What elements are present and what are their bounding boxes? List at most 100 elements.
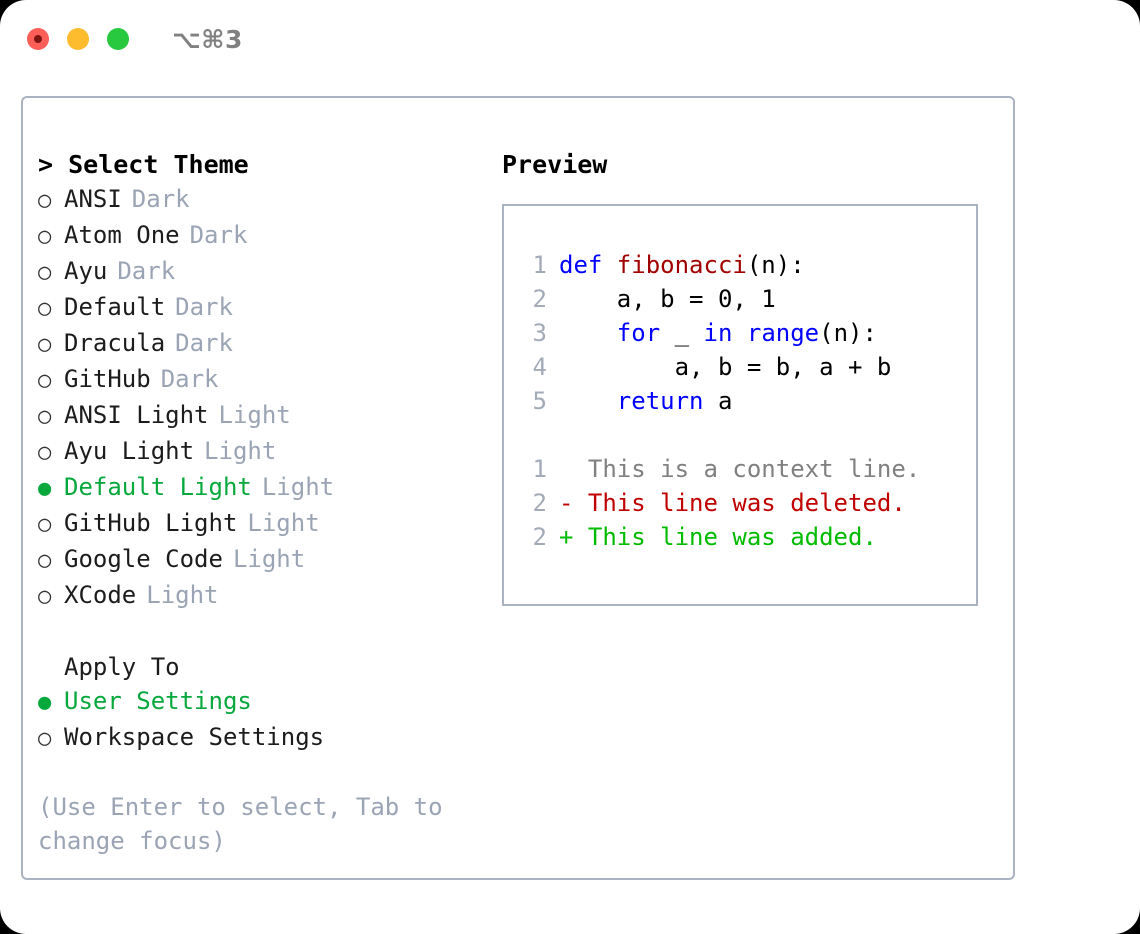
diff-line-del: 2- This line was deleted. <box>517 486 968 520</box>
apply-to-option-workspace-settings[interactable]: ○ Workspace Settings <box>38 720 488 756</box>
diff-line-text: This is a context line. <box>573 455 921 483</box>
theme-option-category: Dark <box>160 365 219 393</box>
radio-unselected-icon: ○ <box>38 296 52 321</box>
code-line: 1 def fibonacci(n): <box>517 248 968 282</box>
theme-option-ayu-light[interactable]: ○ Ayu Light Light <box>38 434 488 470</box>
theme-option-label: Dracula <box>64 329 166 357</box>
line-number: 2 <box>532 489 547 517</box>
apply-to-option-label: Workspace Settings <box>64 723 325 751</box>
theme-option-label: Default <box>64 293 166 321</box>
apply-to-option-user-settings[interactable]: ● User Settings <box>38 684 488 720</box>
code-token-kw: range <box>746 319 820 347</box>
theme-option-xcode[interactable]: ○ XCode Light <box>38 578 488 614</box>
radio-unselected-icon: ○ <box>38 548 52 573</box>
theme-option-label: ANSI Light <box>64 401 209 429</box>
diff-sign: + <box>559 523 574 551</box>
select-theme-heading: > Select Theme <box>38 150 249 179</box>
theme-option-label: Default Light <box>64 473 252 501</box>
diff-spacer <box>517 418 968 452</box>
radio-unselected-icon: ○ <box>38 584 52 609</box>
line-number: 2 <box>532 285 547 313</box>
code-token-fn: fibonacci <box>616 251 747 279</box>
apply-to-option-label: User Settings <box>64 687 252 715</box>
radio-unselected-icon: ○ <box>38 726 52 751</box>
code-token-plain: a, b = 0, 1 <box>559 285 776 313</box>
code-line-text: a, b = b, a + b <box>559 350 892 384</box>
code-token-plain: a <box>703 387 733 415</box>
code-token-plain: (n): <box>746 251 805 279</box>
apply-to-heading: Apply To <box>64 653 180 681</box>
theme-option-category: Light <box>204 437 277 465</box>
radio-unselected-icon: ○ <box>38 440 52 465</box>
theme-option-label: Google Code <box>64 545 223 573</box>
theme-option-label: Atom One <box>64 221 180 249</box>
code-token-plain: a, b = b, a + b <box>559 353 892 381</box>
theme-option-category: Light <box>261 473 335 501</box>
radio-unselected-icon: ○ <box>38 224 52 249</box>
theme-option-label: Ayu <box>64 257 108 285</box>
theme-option-atom-one[interactable]: ○ Atom One Dark <box>38 218 488 254</box>
theme-option-category: Dark <box>175 293 233 321</box>
theme-option-label: XCode <box>64 581 137 609</box>
radio-unselected-icon: ○ <box>38 404 52 429</box>
theme-option-label: GitHub Light <box>64 509 238 537</box>
code-line: 2 a, b = 0, 1 <box>517 282 968 316</box>
line-number: 3 <box>532 319 547 347</box>
diff-line-group: 1 This is a context line.2- This line wa… <box>517 452 968 554</box>
theme-option-category: Light <box>218 401 291 429</box>
theme-option-category: Light <box>146 581 219 609</box>
diff-line-add: 2 + This line was added. <box>517 520 968 554</box>
keyboard-shortcut-label: ⌥⌘3 <box>172 24 243 54</box>
theme-option-default[interactable]: ○ Default Dark <box>38 290 488 326</box>
diff-line-context: 1 This is a context line. <box>517 452 968 486</box>
minimize-window-button[interactable] <box>67 28 89 50</box>
code-line: 3 for _ in range(n): <box>517 316 968 350</box>
theme-option-ansi-light[interactable]: ○ ANSI Light Light <box>38 398 488 434</box>
diff-sign: - <box>559 489 574 517</box>
code-line: 5 return a <box>517 384 968 418</box>
theme-option-label: ANSI <box>64 185 122 213</box>
code-token-kw: in <box>703 319 733 347</box>
line-number: 1 <box>532 455 547 483</box>
diff-sign <box>559 452 573 486</box>
diff-line-text: This line was deleted. <box>573 489 906 517</box>
radio-unselected-icon: ○ <box>38 332 52 357</box>
line-number: 1 <box>532 251 547 279</box>
code-token-plain: _ <box>660 319 704 347</box>
code-token-kw: def <box>559 251 617 279</box>
theme-option-category: Light <box>247 509 320 537</box>
line-number: 2 <box>532 523 547 551</box>
code-token-plain <box>559 387 617 415</box>
radio-selected-icon: ● <box>38 476 52 501</box>
code-token-kw: return <box>616 387 704 415</box>
code-line-text: for _ in range(n): <box>559 316 877 350</box>
section-spacer <box>38 614 488 650</box>
theme-option-label: Ayu Light <box>64 437 195 465</box>
code-line: 4 a, b = b, a + b <box>517 350 968 384</box>
radio-unselected-icon: ○ <box>38 188 52 213</box>
maximize-window-button[interactable] <box>107 28 129 50</box>
theme-option-default-light[interactable]: ● Default Light Light <box>38 470 488 506</box>
diff-line-text: This line was added. <box>573 523 877 551</box>
title-bar: ⌥⌘3 <box>0 0 1140 78</box>
line-number: 4 <box>532 353 547 381</box>
theme-option-category: Dark <box>189 221 248 249</box>
preview-title: Preview <box>502 150 608 179</box>
theme-option-category: Dark <box>131 185 190 213</box>
radio-selected-icon: ● <box>38 690 52 715</box>
close-window-button[interactable] <box>27 28 49 50</box>
theme-option-ansi[interactable]: ○ ANSI Dark <box>38 182 488 218</box>
line-number: 5 <box>532 387 547 415</box>
